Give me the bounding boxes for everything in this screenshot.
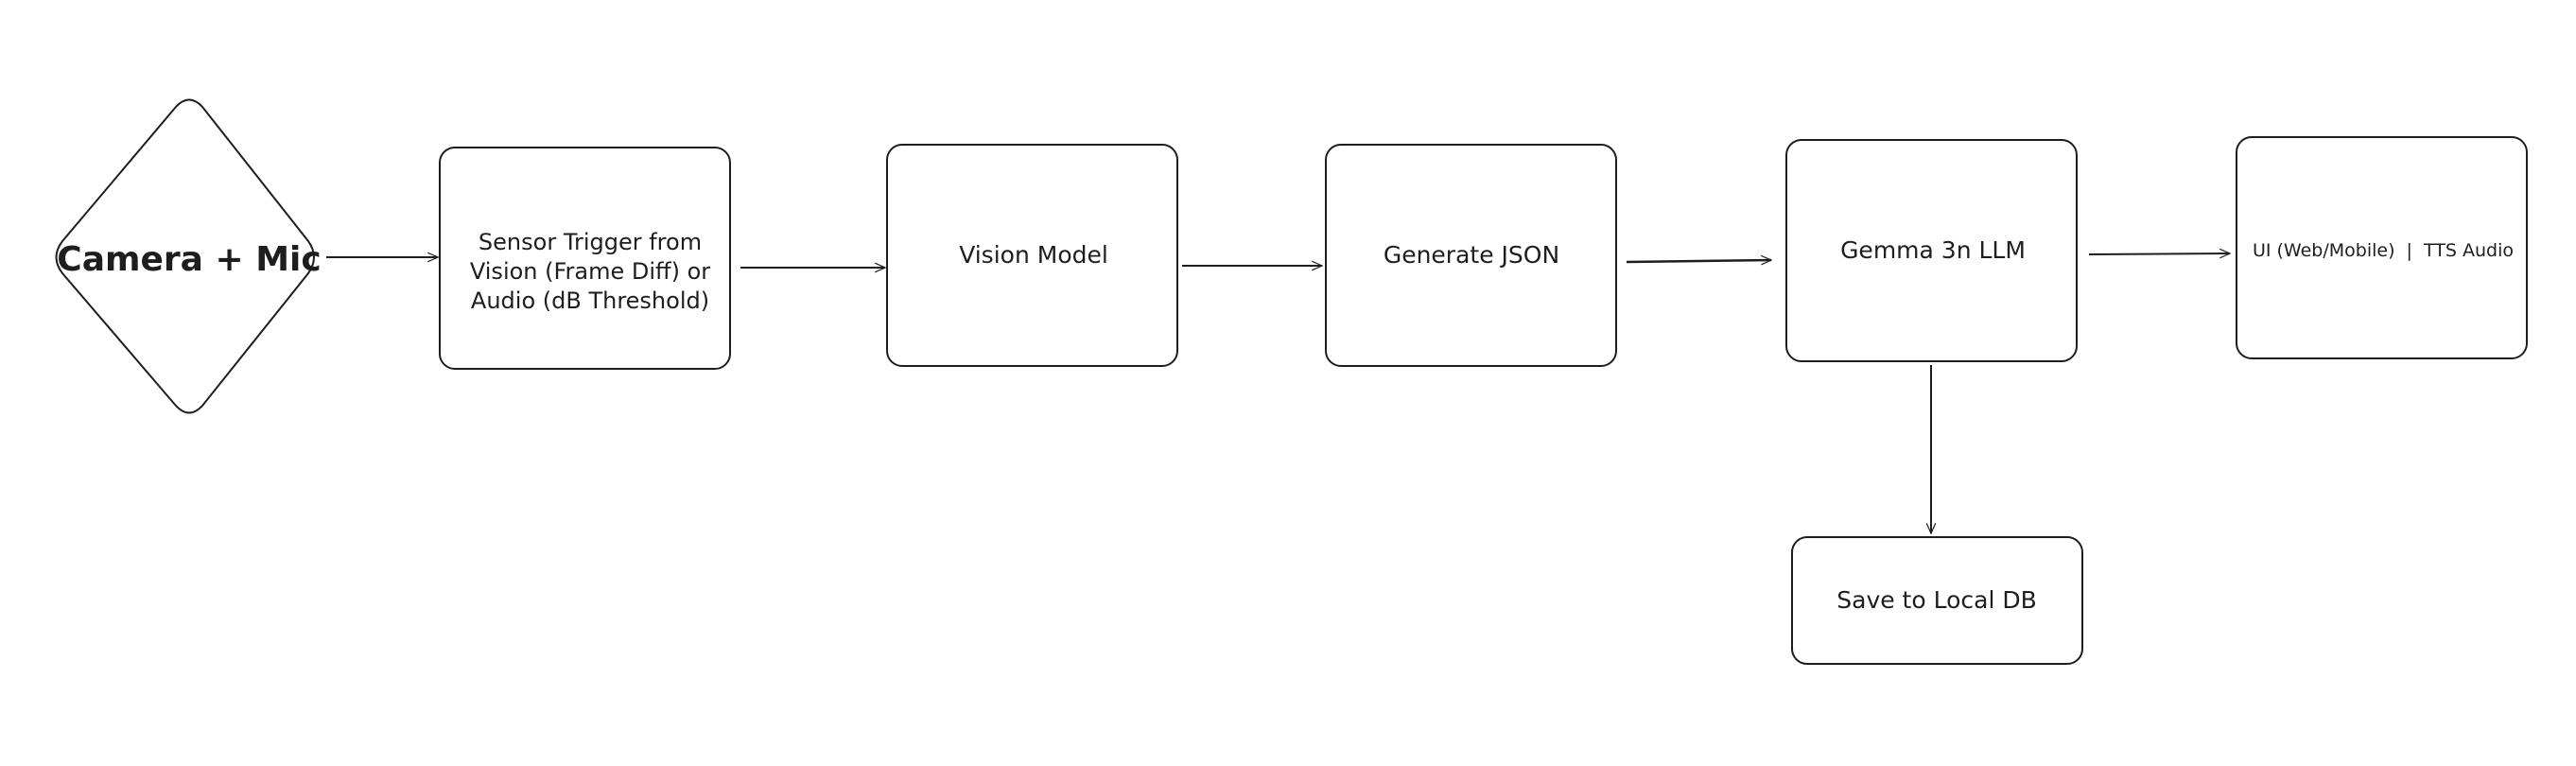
- ui-tts-label: UI (Web/Mobile) | TTS Audio: [2252, 239, 2515, 261]
- sensor-trigger-box[interactable]: [439, 147, 731, 370]
- sensor-trigger-label: Sensor Trigger from Vision (Frame Diff) …: [469, 228, 711, 315]
- vision-model-box[interactable]: [886, 144, 1178, 367]
- local-db-box[interactable]: [1791, 536, 2083, 665]
- vision-model-label: Vision Model: [959, 240, 1108, 269]
- gemma-llm-box[interactable]: [1785, 139, 2078, 362]
- generate-json-label: Generate JSON: [1383, 240, 1560, 269]
- ui-tts-box[interactable]: [2236, 136, 2528, 359]
- generate-json-box[interactable]: [1325, 144, 1617, 367]
- gemma-llm-label: Gemma 3n LLM: [1840, 235, 2026, 264]
- arrow-gemma-to-ui: [2088, 253, 2230, 254]
- arrow-json-to-gemma: [1626, 260, 1771, 262]
- local-db-label: Save to Local DB: [1836, 585, 2037, 614]
- camera-mic-label: Camera + Mic: [57, 239, 322, 279]
- camera-mic-diamond[interactable]: [55, 98, 315, 414]
